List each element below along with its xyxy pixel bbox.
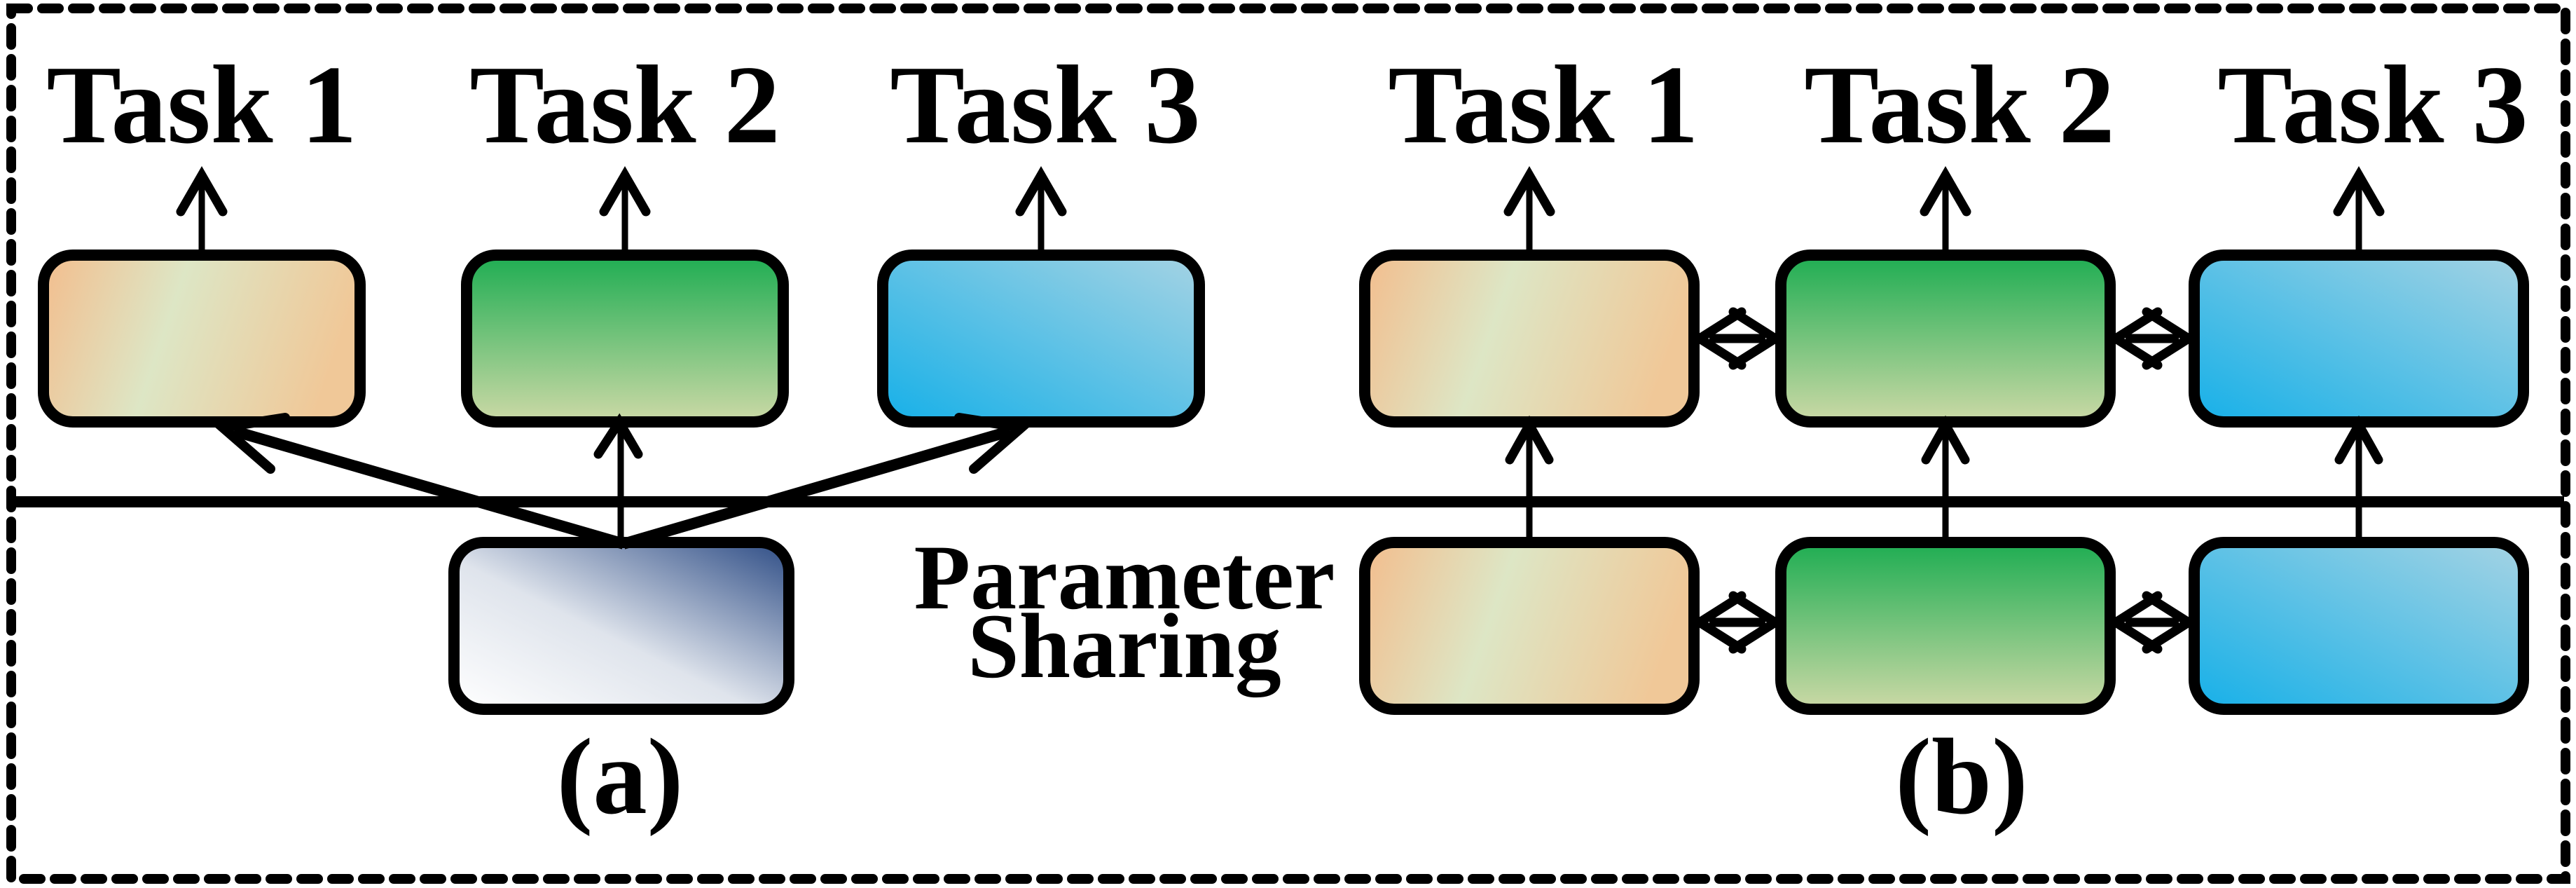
fan-arrow-center-icon — [593, 413, 643, 544]
output-arrow-a2-icon — [599, 165, 651, 255]
double-arrow-top-1-icon — [1690, 307, 1784, 370]
shared-layer-box — [448, 537, 794, 715]
output-arrow-a1-icon — [176, 165, 228, 255]
double-arrow-bottom-2-icon — [2107, 591, 2198, 654]
task1-top-box-b — [1359, 250, 1700, 428]
column-arrow-b2-icon — [1921, 415, 1970, 542]
task1-box-a — [38, 250, 366, 428]
panel-a: Task 1 Task 2 Task 3 — [38, 42, 1205, 837]
column-arrow-b1-icon — [1505, 415, 1554, 542]
output-arrow-a3-icon — [1015, 165, 1067, 255]
task3-top-box-b — [2189, 250, 2529, 428]
task3-bottom-box-b — [2189, 537, 2529, 715]
annotation-line1: Parameter — [914, 526, 1335, 629]
caption-a: (a) — [557, 716, 684, 837]
output-arrow-b1-icon — [1503, 165, 1555, 255]
task2-top-box-b — [1775, 250, 2116, 428]
task-label-a1: Task 1 — [46, 42, 357, 167]
task1-bottom-box-b — [1359, 537, 1700, 715]
task-label-b3: Task 3 — [2217, 42, 2528, 167]
annotation-line2: Sharing — [967, 594, 1281, 697]
double-arrow-bottom-1-icon — [1690, 591, 1784, 654]
task2-box-a — [461, 250, 789, 428]
task-label-a2: Task 2 — [469, 42, 780, 167]
fan-arrow-left-icon — [212, 413, 626, 549]
double-arrow-top-2-icon — [2107, 307, 2198, 370]
caption-b: (b) — [1895, 716, 2027, 837]
task-label-b2: Task 2 — [1804, 42, 2114, 167]
fan-arrow-right-icon — [621, 413, 1033, 549]
task3-box-a — [877, 250, 1205, 428]
panel-b: Task 1 Task 2 Task 3 — [1359, 42, 2529, 837]
task2-bottom-box-b — [1775, 537, 2116, 715]
figure-dashed-border — [6, 4, 2570, 884]
task-label-a3: Task 3 — [890, 42, 1200, 167]
parameter-sharing-annotation: Parameter Sharing — [914, 526, 1335, 697]
column-arrow-b3-icon — [2334, 415, 2383, 542]
output-arrow-b3-icon — [2333, 165, 2385, 255]
task-label-b1: Task 1 — [1388, 42, 1698, 167]
output-arrow-b2-icon — [1920, 165, 1971, 255]
